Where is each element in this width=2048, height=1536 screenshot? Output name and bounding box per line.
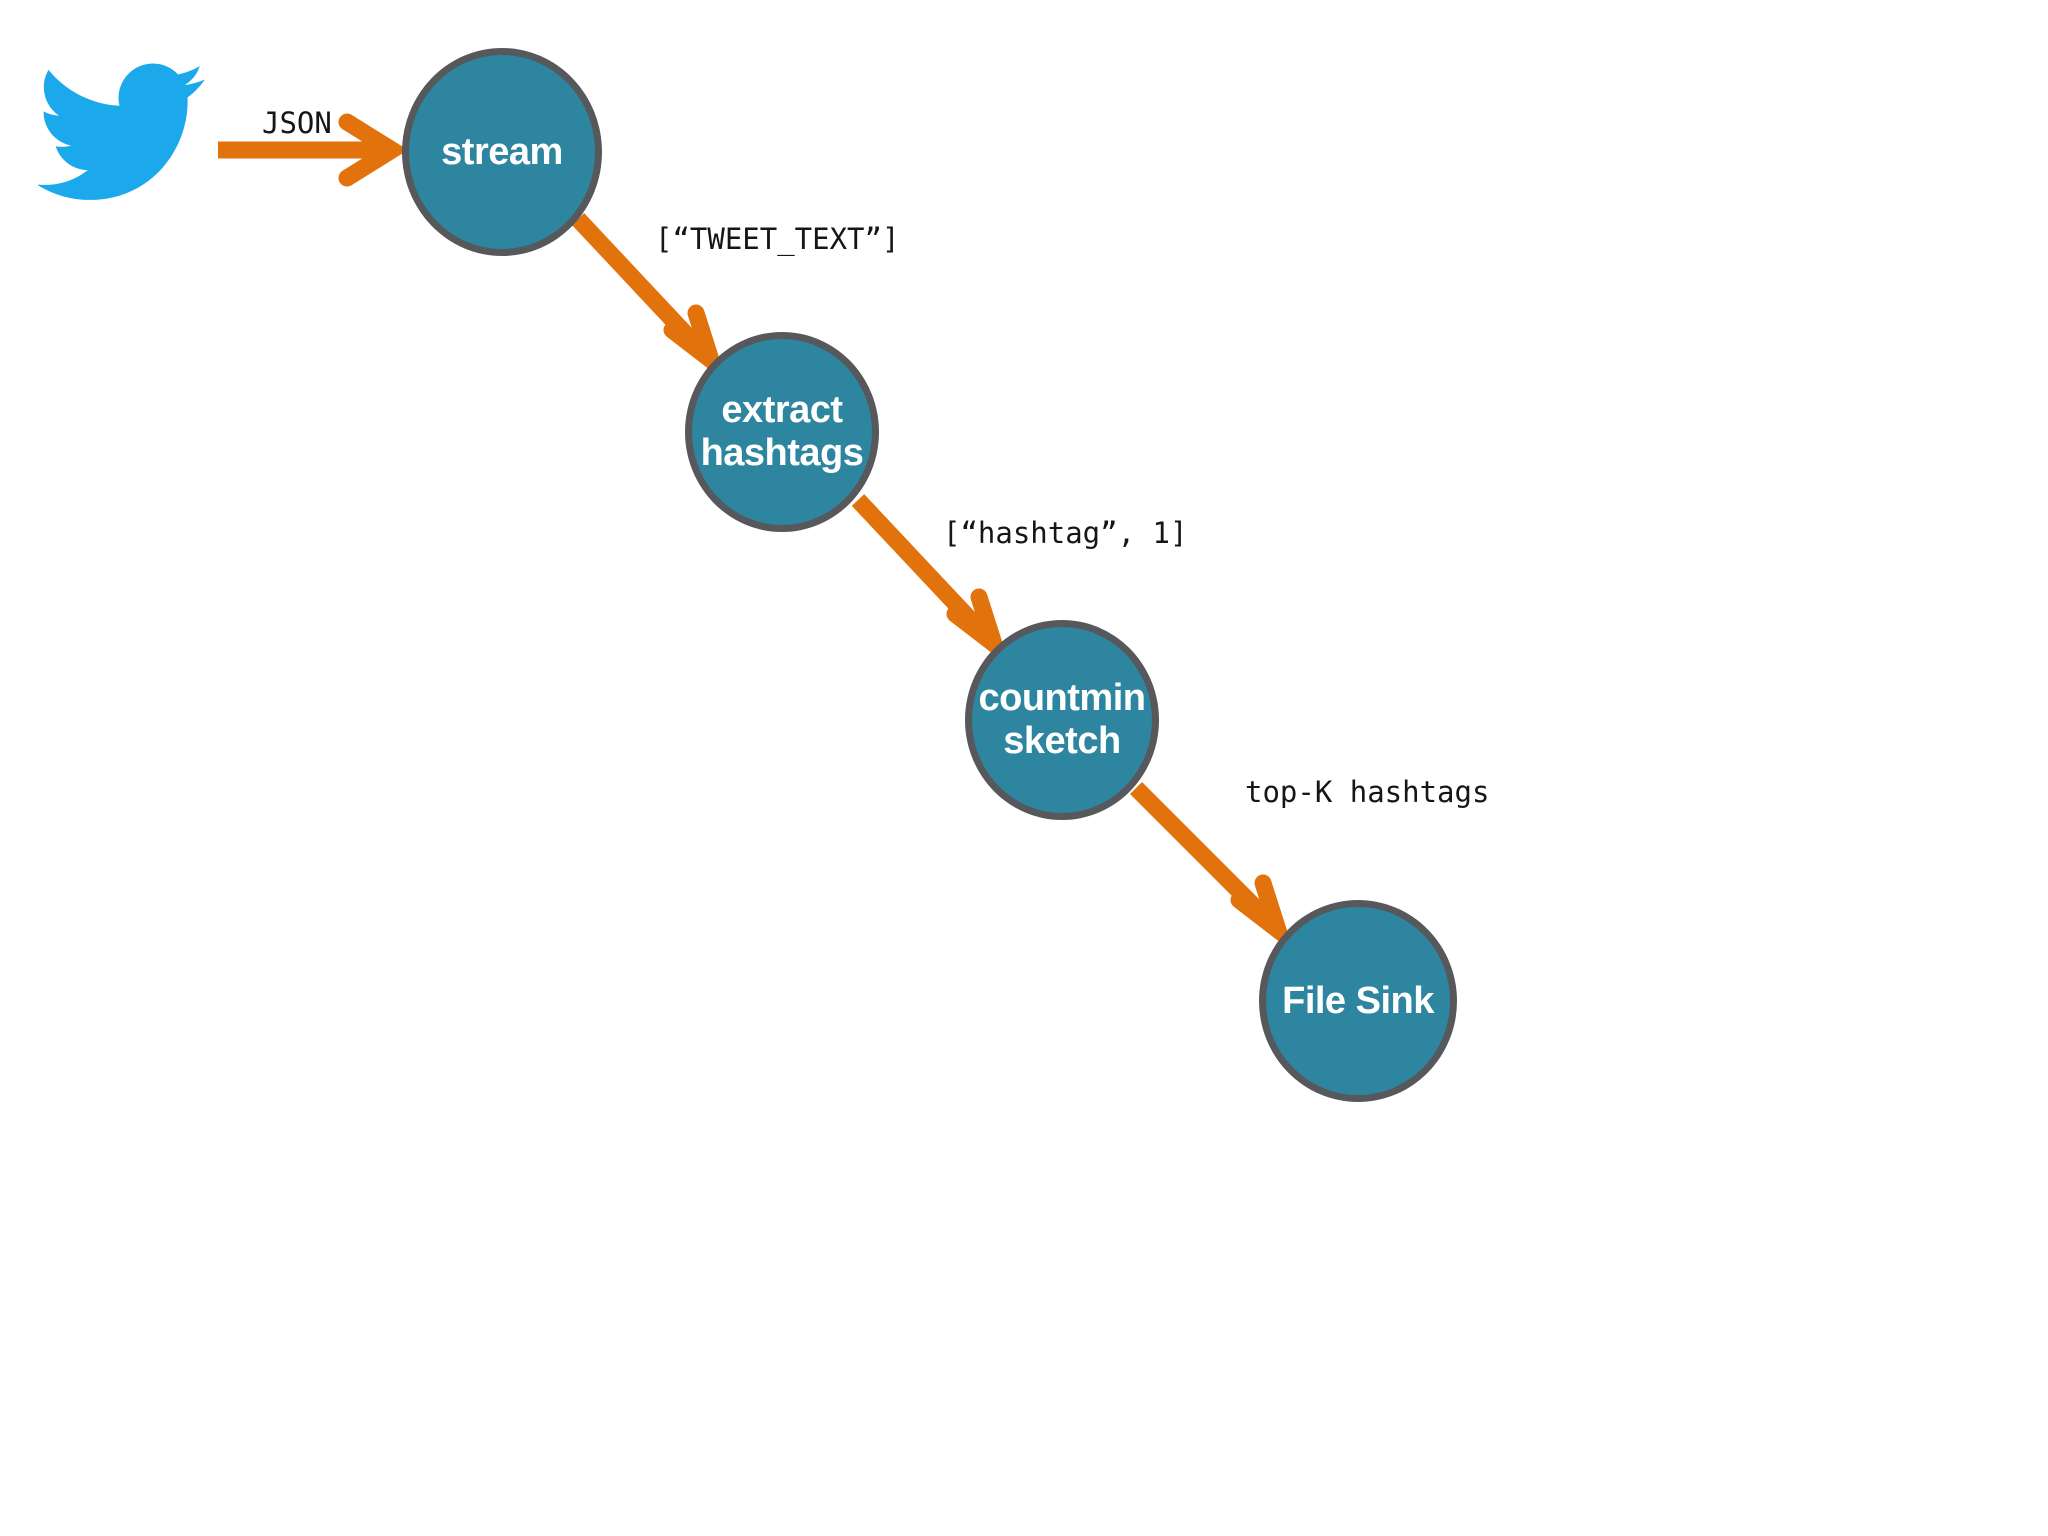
arrow-countmin-to-filesink — [1129, 781, 1295, 954]
node-file-sink-label: File Sink — [1282, 979, 1434, 1022]
arrow-stream-to-extract — [571, 213, 728, 384]
node-file-sink[interactable]: File Sink — [1259, 900, 1457, 1102]
edge-label-hashtag-tuple: [“hashtag”, 1] — [943, 516, 1188, 550]
node-stream-label: stream — [441, 130, 563, 173]
arrow-extract-to-countmin — [851, 494, 1011, 668]
edge-label-json: JSON — [262, 106, 332, 140]
arrow-twitter-to-stream — [218, 113, 409, 187]
node-stream[interactable]: stream — [402, 48, 602, 256]
twitter-bird-icon — [38, 63, 205, 200]
node-countmin-sketch[interactable]: countmin sketch — [965, 620, 1159, 820]
node-extract-hashtags[interactable]: extract hashtags — [685, 332, 879, 532]
edge-label-topk-hashtags: top-K hashtags — [1245, 775, 1490, 809]
node-extract-hashtags-label: extract hashtags — [700, 389, 864, 474]
edge-label-tweet-text: [“TWEET_TEXT”] — [655, 222, 900, 256]
node-countmin-sketch-label: countmin sketch — [978, 677, 1146, 762]
